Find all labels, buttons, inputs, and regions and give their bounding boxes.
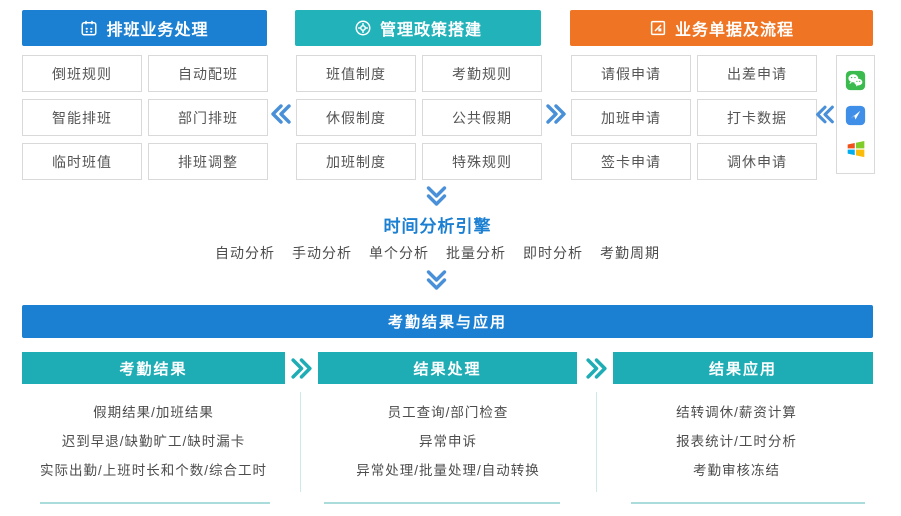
item-box: 部门排班 — [148, 99, 268, 136]
list-item: 报表统计/工时分析 — [676, 434, 797, 449]
item-box: 特殊规则 — [422, 143, 542, 180]
chevron-right-icon — [582, 357, 610, 379]
engine-mode: 考勤周期 — [600, 245, 660, 261]
item-box: 调休申请 — [697, 143, 817, 180]
channel-icons-panel — [836, 55, 875, 174]
chevron-down-icon — [425, 184, 447, 207]
item-box: 休假制度 — [296, 99, 416, 136]
section-header-policy: 管理政策搭建 — [295, 10, 541, 46]
engine-title: 时间分析引擎 — [383, 217, 492, 236]
results-list-processing: 员工查询/部门检查 异常申诉 异常处理/批量处理/自动转换 — [302, 398, 594, 485]
list-item: 结转调休/薪资计算 — [676, 405, 797, 420]
results-banner: 考勤结果与应用 — [22, 305, 873, 338]
engine-mode: 单个分析 — [369, 245, 429, 261]
section-header-label: 业务单据及流程 — [674, 22, 794, 39]
item-box: 临时班值 — [22, 143, 142, 180]
results-column-header: 结果应用 — [613, 352, 873, 384]
windows-icon — [846, 139, 866, 159]
policy-items-grid: 班值制度 考勤规则 休假制度 公共假期 加班制度 特殊规则 — [296, 55, 542, 180]
item-box: 智能排班 — [22, 99, 142, 136]
section-header-documents: 业务单据及流程 — [570, 10, 873, 46]
calendar-icon — [80, 19, 98, 37]
item-box: 加班申请 — [571, 99, 691, 136]
chevron-left-icon — [268, 103, 294, 125]
list-item: 考勤审核冻结 — [693, 463, 780, 478]
engine-mode: 手动分析 — [292, 245, 352, 261]
engine-mode: 批量分析 — [446, 245, 506, 261]
documents-items-grid: 请假申请 出差申请 加班申请 打卡数据 签卡申请 调休申请 — [571, 55, 817, 180]
item-box: 倒班规则 — [22, 55, 142, 92]
gear-icon — [354, 19, 372, 37]
results-list-attendance: 假期结果/加班结果 迟到早退/缺勤旷工/缺时漏卡 实际出勤/上班时长和个数/综合… — [22, 398, 285, 485]
form-icon — [649, 19, 667, 37]
list-item: 异常处理/批量处理/自动转换 — [356, 463, 540, 478]
list-item: 异常申诉 — [419, 434, 477, 449]
item-box: 出差申请 — [697, 55, 817, 92]
column-divider — [300, 392, 301, 492]
item-box: 加班制度 — [296, 143, 416, 180]
engine-mode: 自动分析 — [215, 245, 275, 261]
section-header-label: 管理政策搭建 — [379, 22, 482, 39]
item-box: 签卡申请 — [571, 143, 691, 180]
results-column-header: 考勤结果 — [22, 352, 285, 384]
wechat-icon — [845, 70, 866, 91]
item-box: 排班调整 — [148, 143, 268, 180]
list-item: 迟到早退/缺勤旷工/缺时漏卡 — [61, 434, 246, 449]
item-box: 打卡数据 — [697, 99, 817, 136]
results-list-application: 结转调休/薪资计算 报表统计/工时分析 考勤审核冻结 — [600, 398, 873, 485]
item-box: 请假申请 — [571, 55, 691, 92]
item-box: 班值制度 — [296, 55, 416, 92]
item-box: 自动配班 — [148, 55, 268, 92]
list-item: 假期结果/加班结果 — [93, 405, 214, 420]
section-header-scheduling: 排班业务处理 — [22, 10, 267, 46]
item-box: 考勤规则 — [422, 55, 542, 92]
chevron-left-icon — [813, 103, 837, 125]
item-box: 公共假期 — [422, 99, 542, 136]
chevron-down-icon — [425, 268, 447, 291]
list-item: 实际出勤/上班时长和个数/综合工时 — [39, 463, 267, 478]
engine-modes-row: 自动分析 手动分析 单个分析 批量分析 即时分析 考勤周期 — [0, 243, 875, 263]
chevron-right-icon — [543, 103, 569, 125]
scheduling-items-grid: 倒班规则 自动配班 智能排班 部门排班 临时班值 排班调整 — [22, 55, 268, 180]
results-column-header: 结果处理 — [318, 352, 577, 384]
engine-mode: 即时分析 — [523, 245, 583, 261]
section-header-label: 排班业务处理 — [106, 22, 209, 39]
bottom-box-edge — [324, 502, 560, 504]
app-icon — [845, 105, 866, 126]
chevron-right-icon — [287, 357, 315, 379]
list-item: 员工查询/部门检查 — [387, 405, 509, 420]
bottom-box-edge — [40, 502, 270, 504]
bottom-box-edge — [631, 502, 865, 504]
column-divider — [596, 392, 597, 492]
